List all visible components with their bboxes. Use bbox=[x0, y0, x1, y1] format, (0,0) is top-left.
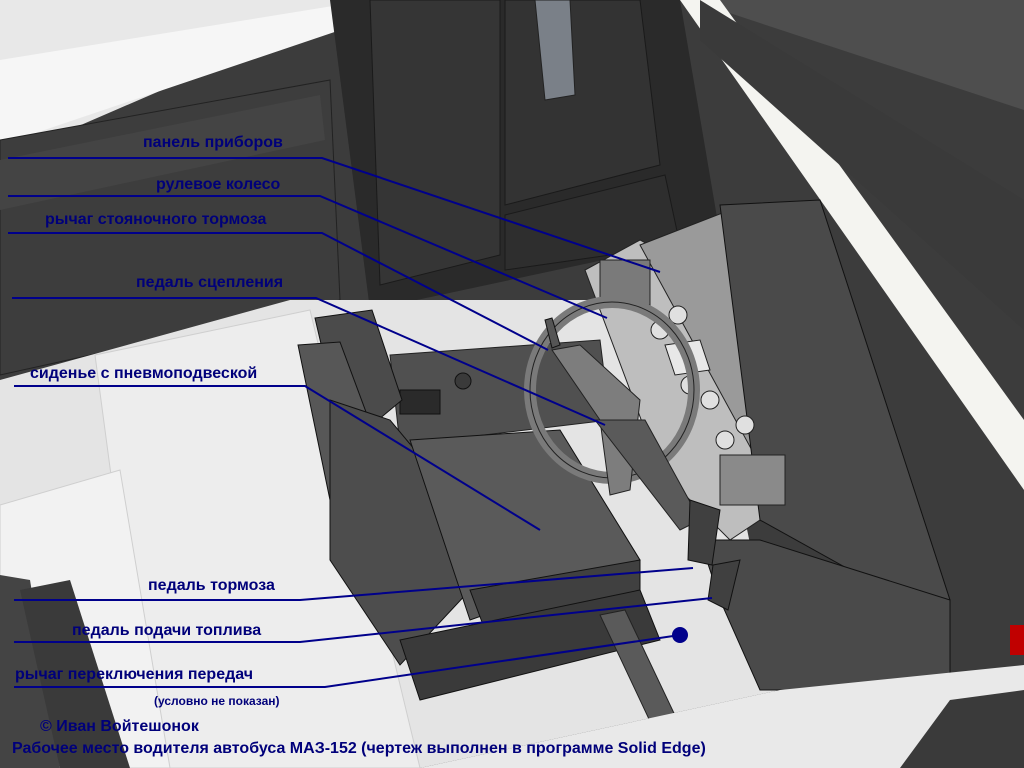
console-switches bbox=[399, 389, 441, 415]
leader-brake-pedal bbox=[14, 567, 694, 601]
label-parking-brake: рычаг стояночного тормоза bbox=[45, 211, 267, 228]
console-knob bbox=[454, 372, 472, 390]
leader-parking-brake bbox=[8, 232, 549, 351]
label-fuel-pedal: педаль подачи топлива bbox=[72, 622, 262, 639]
leader-clutch-pedal bbox=[12, 297, 606, 426]
label-brake-pedal: педаль тормоза bbox=[148, 577, 275, 594]
label-steering-wheel: рулевое колесо bbox=[156, 176, 281, 193]
floor-front-edge bbox=[900, 690, 1024, 768]
seat-base bbox=[399, 589, 661, 701]
leader-seat bbox=[14, 385, 541, 531]
caption-title: Рабочее место водителя автобуса МАЗ-152 … bbox=[12, 740, 706, 757]
windshield-pane-left bbox=[369, 0, 501, 286]
caption-author: © Иван Войтешонок bbox=[40, 718, 199, 735]
gear-lever-marker-dot bbox=[672, 627, 688, 643]
parking-brake-lever bbox=[544, 317, 561, 349]
left-lower-structure bbox=[0, 575, 60, 768]
leader-instrument-panel bbox=[8, 157, 661, 273]
label-instrument-panel: панель приборов bbox=[143, 134, 283, 151]
label-seat: сиденье с пневмоподвеской bbox=[30, 365, 258, 382]
rearview-mirror bbox=[534, 0, 576, 101]
brake-pedal bbox=[687, 499, 721, 566]
leader-lines bbox=[8, 157, 713, 688]
right-window bbox=[700, 0, 1024, 330]
left-lower-structure-2 bbox=[20, 580, 130, 768]
gauge-6 bbox=[735, 415, 755, 435]
label-gear-lever-note: (условно не показан) bbox=[154, 694, 280, 708]
gauge-5 bbox=[715, 430, 735, 450]
floor-front bbox=[420, 665, 1024, 768]
leader-steering-wheel bbox=[8, 195, 608, 319]
right-upper-wall bbox=[690, 0, 1024, 110]
left-panel-band bbox=[0, 95, 325, 210]
red-handle bbox=[1010, 625, 1024, 655]
gauge-2 bbox=[668, 305, 688, 325]
label-gear-lever: рычаг переключения передач bbox=[15, 666, 254, 683]
right-white-beam bbox=[680, 0, 1024, 490]
lower-switch-block bbox=[719, 454, 786, 506]
label-clutch-pedal: педаль сцепления bbox=[136, 274, 284, 291]
leader-gear-lever bbox=[14, 634, 681, 688]
fuel-pedal bbox=[707, 559, 741, 611]
leader-fuel-pedal bbox=[14, 597, 713, 643]
gauge-4 bbox=[700, 390, 720, 410]
left-upper-wall-edge bbox=[0, 0, 370, 145]
